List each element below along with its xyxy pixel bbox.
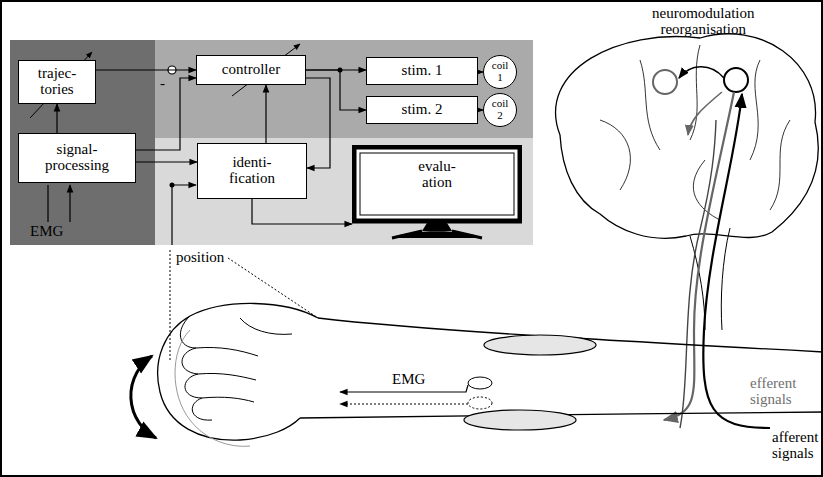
controller-box: controller xyxy=(196,55,306,85)
node-text: evalu- ation xyxy=(418,159,455,191)
forearm xyxy=(300,318,823,418)
node-text: coil 2 xyxy=(492,98,509,121)
afferent-label: afferent signals xyxy=(772,430,818,462)
efferent-nerve xyxy=(664,92,734,420)
stimulator-box: stim. 1 xyxy=(366,57,478,85)
coil-circle: coil 1 xyxy=(483,55,517,89)
brain-label: neuromodulation reorganisation xyxy=(652,6,754,38)
node-text: signal- processing xyxy=(45,142,109,174)
emg-wire-dotted xyxy=(340,403,468,404)
motion-arrow xyxy=(131,356,156,438)
identification-box: identi- fication xyxy=(197,143,307,199)
efferent-label: efferent signals xyxy=(750,376,796,408)
brain-outline xyxy=(556,34,819,239)
afferent-nerve-2 xyxy=(680,120,716,428)
emg-electrode xyxy=(468,377,492,389)
dark-panel xyxy=(10,40,155,245)
reorganisation-arrow xyxy=(679,67,724,78)
connector xyxy=(306,70,366,110)
node-text: stim. 2 xyxy=(402,102,443,118)
hand xyxy=(158,303,318,440)
electrode-bottom xyxy=(464,410,576,430)
node-text: controller xyxy=(222,62,280,78)
connector xyxy=(306,78,330,168)
electrode-top xyxy=(484,335,596,355)
emg-input xyxy=(48,185,70,222)
connector xyxy=(56,104,57,133)
position-leader xyxy=(170,250,318,362)
node-text: coil 1 xyxy=(492,60,509,83)
connector xyxy=(252,199,352,224)
evaluation-monitor: evalu- ation xyxy=(352,145,522,240)
emg-electrode-hidden xyxy=(468,397,492,409)
brain-folds xyxy=(600,45,790,220)
hand-ghost xyxy=(175,330,250,446)
connector xyxy=(96,69,196,70)
stimulator-box: stim. 2 xyxy=(366,96,478,124)
control-panel xyxy=(155,40,533,138)
neuron-black xyxy=(724,68,748,92)
trajectory-box: trajec- tories xyxy=(18,60,96,104)
emg-label: EMG xyxy=(30,224,63,240)
emg-label: EMG xyxy=(392,372,425,388)
minus-sign: - xyxy=(160,76,165,92)
fingers xyxy=(180,316,292,420)
node-text: stim. 1 xyxy=(402,63,443,79)
neuron-grey xyxy=(653,70,677,94)
processing-box: signal- processing xyxy=(18,133,136,183)
feedback-arrow xyxy=(688,92,722,135)
connector xyxy=(265,85,266,143)
node-text: identi- fication xyxy=(229,155,275,187)
node-text: trajec- tories xyxy=(38,66,76,98)
position-wire xyxy=(172,185,196,245)
connector xyxy=(136,78,196,150)
position-label: position xyxy=(176,250,224,266)
evaluation-panel xyxy=(155,138,533,245)
connector xyxy=(136,161,197,162)
junction-dot xyxy=(170,183,175,188)
coil-circle: coil 2 xyxy=(483,93,517,127)
